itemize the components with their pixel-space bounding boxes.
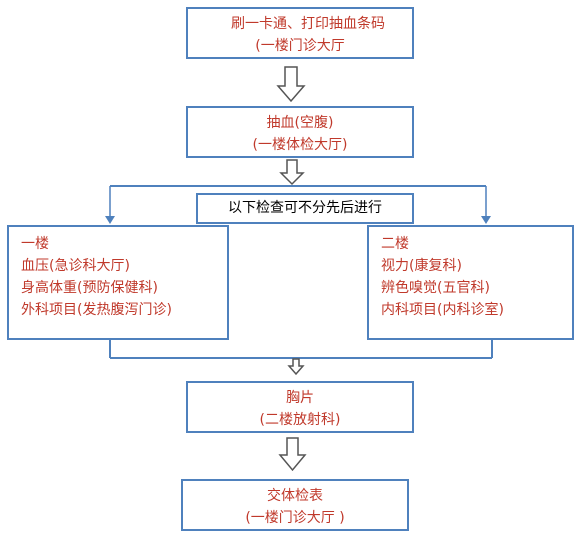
floor2-exam-card: 二楼 视力(康复科) 辨色嗅觉(五官科) 内科项目(内科诊室) [367, 225, 574, 340]
floor1-exam-card: 一楼 血压(急诊科大厅) 身高体重(预防保健科) 外科项目(发热腹泻门诊) [7, 225, 229, 340]
exam-item: 辨色嗅觉(五官科) [381, 280, 490, 296]
step-location: (一楼门诊大厅 ) [245, 510, 345, 526]
step-card-blood-draw: 抽血(空腹) (一楼体检大厅) [186, 106, 414, 158]
down-arrow-icon [278, 437, 307, 472]
step-location: (二楼放射科) [259, 412, 341, 428]
exam-item: 内科项目(内科诊室) [381, 302, 504, 318]
step-card-submit-form: 交体检表 (一楼门诊大厅 ) [181, 479, 409, 531]
exam-item: 外科项目(发热腹泻门诊) [21, 302, 172, 318]
down-arrow-icon [276, 66, 306, 103]
down-arrow-icon [279, 159, 305, 186]
branch-right-arrowhead [481, 216, 491, 224]
note-text: 以下检查可不分先后进行 [228, 200, 382, 216]
step-title: 胸片 [286, 390, 314, 406]
step-card-chest-xray: 胸片 (二楼放射科) [186, 381, 414, 433]
floor-title: 二楼 [381, 236, 409, 252]
floor-title: 一楼 [21, 236, 49, 252]
step-location: (一楼门诊大厅 [255, 38, 345, 54]
exam-item: 身高体重(预防保健科) [21, 280, 158, 296]
step-title: 抽血(空腹) [266, 115, 334, 131]
step-title: 交体检表 [267, 488, 323, 504]
branch-left-arrowhead [105, 216, 115, 224]
exam-item: 视力(康复科) [381, 258, 462, 274]
down-arrow-icon [287, 358, 305, 376]
note-box-any-order: 以下检查可不分先后进行 [196, 193, 414, 224]
exam-item: 血压(急诊科大厅) [21, 258, 130, 274]
step-location: (一楼体检大厅) [252, 137, 348, 153]
step-card-check-in: 刷一卡通、打印抽血条码 (一楼门诊大厅 [186, 7, 414, 59]
step-title: 刷一卡通、打印抽血条码 [231, 16, 385, 32]
